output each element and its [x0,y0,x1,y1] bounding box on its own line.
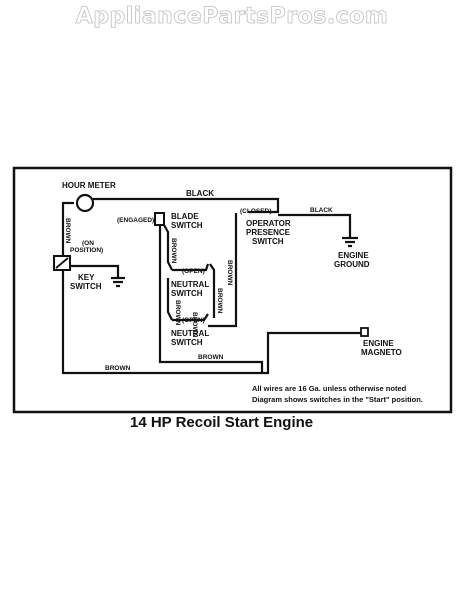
diagram-frame [12,166,453,414]
wire-label-brown-right: BROWN [226,260,233,286]
wire-label-brown-bottom: BROWN [198,354,224,361]
black-wire-top [93,197,280,214]
wire-label-brown-neutral-mid: BROWN [174,300,181,326]
engine-magneto-symbol [360,327,369,337]
note-wire-gauge: All wires are 16 Ga. unless otherwise no… [252,384,407,393]
neutral-switch-2-symbol [172,313,209,322]
wire-label-brown-left: BROWN [64,218,71,244]
hour-meter-label: HOUR METER [62,181,116,190]
neutral-switch-1-open-label: (OPEN) [182,268,205,275]
note-start-position: Diagram shows switches in the "Start" po… [252,395,423,404]
diagram-title: 14 HP Recoil Start Engine [130,414,314,431]
brown-wire-operator [208,213,238,328]
black-wire-right [278,213,352,238]
wire-label-brown-bottom-left: BROWN [105,365,131,372]
wire-label-brown-neutral-right: BROWN [216,288,223,314]
wire-label-brown-neutral-low: BROWN [191,312,198,338]
engine-ground-icon [342,236,358,248]
wire-label-black-right: BLACK [310,207,333,214]
watermark: AppliancePartsPros.com [75,4,389,30]
brown-wire-bottom-left [61,270,362,375]
key-switch-ground-icon [111,276,125,288]
hour-meter-symbol [75,193,95,213]
wire-label-black-top: BLACK [186,189,214,198]
blade-switch-engaged-label: (ENGAGED) [117,217,154,224]
brown-wire-blade-outer [158,225,264,373]
blade-switch-symbol [154,212,165,226]
brown-wire-blade-inner [163,224,173,271]
brown-wire-left [61,201,74,262]
neutral-switch-2-open-label: (OPEN) [182,317,205,324]
operator-switch-closed-label: (CLOSED) [240,208,271,215]
neutral-switch-1-symbol [172,263,210,272]
brown-wire-neutral-mid [166,278,173,321]
wire-label-brown-blade: BROWN [170,238,177,264]
